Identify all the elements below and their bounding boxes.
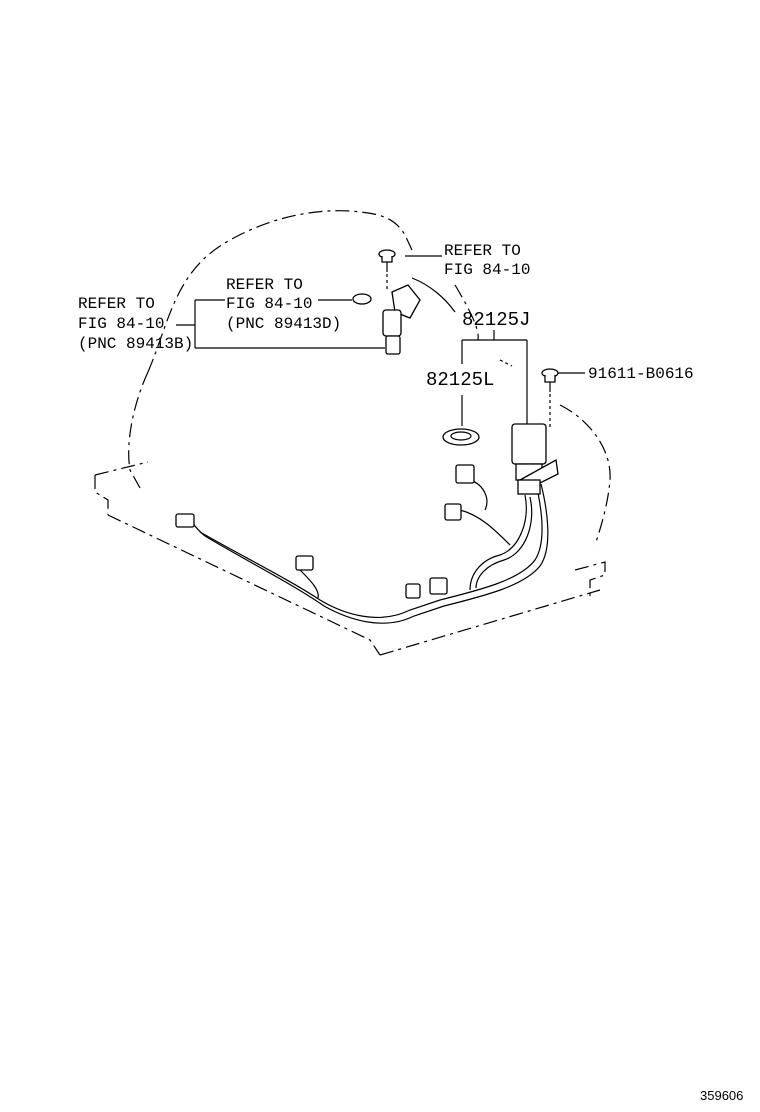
refer-mid-line1: REFER TO — [226, 276, 303, 294]
diagram-id: 359606 — [700, 1088, 743, 1103]
refer-mid-line3: (PNC 89413D) — [226, 315, 341, 333]
speed-sensor — [511, 423, 559, 495]
refer-left-line3: (PNC 89413B) — [78, 335, 193, 353]
part-number-82125j: 82125J — [462, 309, 530, 331]
refer-mid-line2: FIG 84-10 — [226, 295, 312, 313]
housing-outline — [128, 210, 611, 546]
leader-lines — [176, 255, 585, 426]
base-plate — [94, 359, 606, 656]
bolt-91611 — [541, 368, 559, 430]
wire-harness — [191, 479, 549, 624]
other-sensor — [352, 284, 421, 355]
o-ring — [442, 428, 480, 446]
part-number-bolt: 91611-B0616 — [588, 365, 694, 383]
refer-top-line1: REFER TO — [444, 242, 521, 260]
top-bolt — [378, 249, 396, 292]
part-number-82125l: 82125L — [426, 369, 494, 391]
connector-blocks — [175, 464, 475, 599]
refer-left-line1: REFER TO — [78, 295, 155, 313]
refer-top-line2: FIG 84-10 — [444, 261, 530, 279]
refer-left-line2: FIG 84-10 — [78, 315, 164, 333]
